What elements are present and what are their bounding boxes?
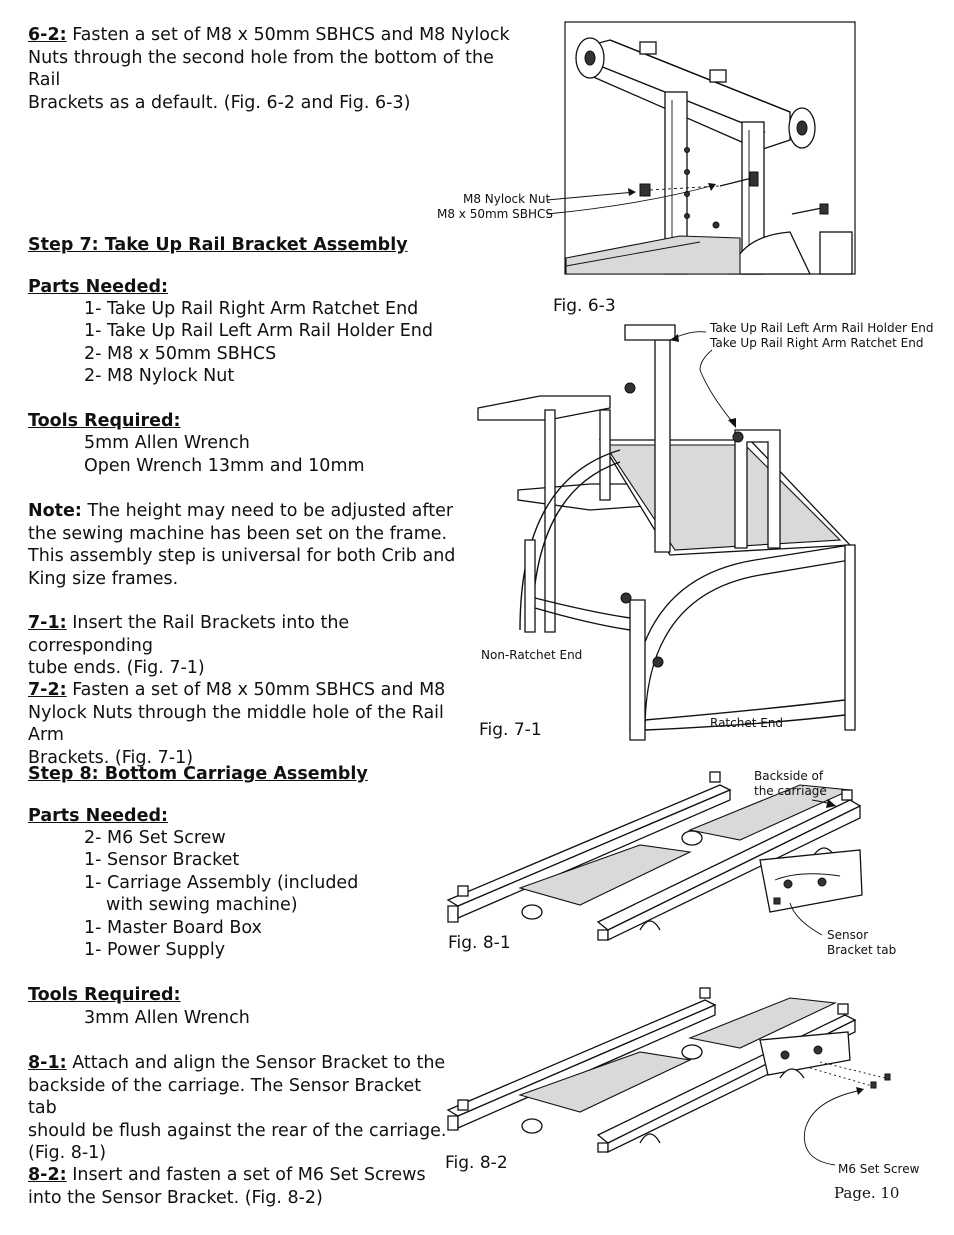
step-8-1-line-1: Attach and align the Sensor Bracket to t… <box>66 1053 446 1073</box>
fig-8-1-label-tab-2: Bracket tab <box>827 943 897 957</box>
step-7-1-number: 7-1: <box>28 613 67 633</box>
step-7-part-item: 2- M8 Nylock Nut <box>84 366 235 386</box>
step-7-2-line-1: Fasten a set of M8 x 50mm SBHCS and M8 <box>66 680 446 700</box>
step-7-1-line-2: tube ends. (Fig. 7-1) <box>28 658 205 678</box>
step-8-1-paragraph: 8-1: Attach and align the Sensor Bracket… <box>28 1052 448 1165</box>
step-8-parts-heading: Parts Needed: <box>28 806 168 826</box>
step-6-2-number: 6-2: <box>28 25 67 45</box>
step-8-part-item: 1- Power Supply <box>84 940 226 960</box>
step-7-2-line-2: Nylock Nuts through the middle hole of t… <box>28 702 444 746</box>
step-7-parts-heading: Parts Needed: <box>28 277 168 297</box>
step-6-2-text-line-3: Brackets as a default. (Fig. 6-2 and Fig… <box>28 92 411 113</box>
fig-7-1-drawing <box>477 324 856 741</box>
note-line-1: The height may need to be adjusted after <box>81 501 454 521</box>
step-8-part-item: 1- Sensor Bracket <box>84 850 240 870</box>
step-6-2-paragraph: 6-2: Fasten a set of M8 x 50mm SBHCS and… <box>28 24 518 114</box>
step-8-1-line-4: (Fig. 8-1) <box>28 1143 107 1163</box>
fig-7-1-label-left-arm: Take Up Rail Left Arm Rail Holder End <box>710 321 934 335</box>
fig-8-2-label-set-screw: M6 Set Screw <box>838 1162 920 1176</box>
step-6-2-text-line-1: Fasten a set of M8 x 50mm SBHCS and M8 N… <box>66 25 510 45</box>
step-8-heading: Step 8: Bottom Carriage Assembly <box>28 764 368 784</box>
step-8-1-line-3: should be flush against the rear of the … <box>28 1120 447 1141</box>
step-8-tools-heading: Tools Required: <box>28 985 181 1005</box>
fig-6-3-label-sbhcs: M8 x 50mm SBHCS <box>437 207 554 221</box>
note-line-3: This assembly step is universal for both… <box>28 546 456 566</box>
step-8-part-item: 1- Carriage Assembly (included <box>84 873 359 893</box>
step-7-part-item: 1- Take Up Rail Left Arm Rail Holder End <box>84 321 433 341</box>
fig-8-1-label-backside-2: the carriage <box>754 784 827 798</box>
step-7-1-paragraph: 7-1: Insert the Rail Brackets into the c… <box>28 612 468 680</box>
note-line-4: King size frames. <box>28 568 179 589</box>
page-number: Page. 10 <box>834 1184 900 1202</box>
fig-8-2-drawing <box>446 987 891 1166</box>
step-8-part-item-continued: with sewing machine) <box>106 895 298 915</box>
fig-6-3-drawing <box>546 21 856 275</box>
fig-8-1-caption: Fig. 8-1 <box>448 933 511 953</box>
fig-8-1-label-backside-1: Backside of <box>754 769 824 783</box>
fig-7-1-label-non-ratchet: Non-Ratchet End <box>481 648 583 662</box>
step-7-heading: Step 7: Take Up Rail Bracket Assembly <box>28 235 408 255</box>
step-8-2-paragraph: 8-2: Insert and fasten a set of M6 Set S… <box>28 1164 448 1209</box>
fig-8-2-caption: Fig. 8-2 <box>445 1153 508 1173</box>
fig-6-3-caption: Fig. 6-3 <box>553 296 616 316</box>
step-7-2-line-3: Brackets. (Fig. 7-1) <box>28 747 194 768</box>
step-7-tool-item: Open Wrench 13mm and 10mm <box>84 456 365 476</box>
step-8-part-item: 2- M6 Set Screw <box>84 828 226 848</box>
step-8-1-line-2: backside of the carriage. The Sensor Bra… <box>28 1075 422 1119</box>
step-8-2-line-1: Insert and fasten a set of M6 Set Screws <box>66 1165 426 1185</box>
step-7-2-number: 7-2: <box>28 680 67 700</box>
step-8-2-number: 8-2: <box>28 1165 67 1185</box>
step-8-2-line-2: into the Sensor Bracket. (Fig. 8-2) <box>28 1187 323 1208</box>
step-8-tool-item: 3mm Allen Wrench <box>84 1008 250 1028</box>
step-7-1-line-1: Insert the Rail Brackets into the corres… <box>28 613 350 656</box>
fig-6-3-label-nylock-nut: M8 Nylock Nut <box>463 192 551 206</box>
fig-7-1-label-right-arm: Take Up Rail Right Arm Ratchet End <box>710 336 924 350</box>
step-7-part-item: 1- Take Up Rail Right Arm Ratchet End <box>84 299 419 319</box>
step-7-tools-heading: Tools Required: <box>28 411 181 431</box>
step-8-1-number: 8-1: <box>28 1053 67 1073</box>
fig-7-1-label-ratchet: Ratchet End <box>710 716 784 730</box>
note-label: Note: <box>28 501 82 521</box>
step-7-part-item: 2- M8 x 50mm SBHCS <box>84 344 277 364</box>
step-8-part-item: 1- Master Board Box <box>84 918 262 938</box>
note-line-2: the sewing machine has been set on the f… <box>28 523 448 544</box>
step-7-2-paragraph: 7-2: Fasten a set of M8 x 50mm SBHCS and… <box>28 679 468 769</box>
step-7-note: Note: The height may need to be adjusted… <box>28 500 468 590</box>
step-7-tool-item: 5mm Allen Wrench <box>84 433 250 453</box>
step-6-2-text-line-2: Nuts through the second hole from the bo… <box>28 47 494 91</box>
fig-8-1-drawing <box>446 771 863 942</box>
fig-7-1-caption: Fig. 7-1 <box>479 720 542 740</box>
fig-8-1-label-tab-1: Sensor <box>827 928 869 942</box>
